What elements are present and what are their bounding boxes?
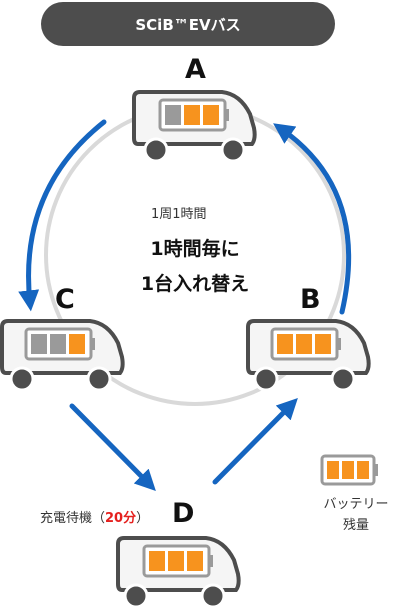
battery-cell [203, 105, 219, 125]
battery-cell [315, 334, 331, 354]
bus-d [116, 536, 241, 606]
bus-wheel [330, 366, 356, 392]
arrow-c-to-d [69, 403, 156, 491]
waiting-label: 充電待機（20分） [40, 507, 149, 526]
arrow-d-to-b [212, 398, 298, 485]
battery-cell [296, 334, 312, 354]
battery-cell [69, 334, 85, 354]
label-b: B [300, 284, 321, 315]
bus-a [132, 90, 257, 163]
battery-b [270, 327, 341, 361]
waiting-close: ） [136, 511, 150, 526]
battery-cell [168, 551, 184, 571]
center-message: 1時間毎に 1台入れ替え [110, 232, 280, 302]
battery-cell [31, 334, 47, 354]
bus-c [0, 319, 125, 392]
arrow-a-to-c [18, 119, 107, 312]
legend-text: バッテリー 残量 [314, 494, 398, 536]
label-a: A [185, 54, 206, 85]
battery-d [142, 544, 213, 578]
battery-cell [277, 334, 293, 354]
battery-cell [187, 551, 203, 571]
battery-cell [50, 334, 66, 354]
legend-battery [320, 454, 378, 486]
battery-cell [357, 461, 369, 479]
header-title: SCiB™EVバス [135, 15, 241, 34]
bus-wheel [220, 137, 246, 163]
bus-wheel [253, 366, 279, 392]
bus-wheel [9, 366, 35, 392]
label-d: D [172, 498, 195, 529]
battery-c [24, 327, 95, 361]
battery-cell [184, 105, 200, 125]
center-line-2: 1台入れ替え [140, 273, 250, 295]
battery-cell [149, 551, 165, 571]
cycle-label: 1周1時間 [151, 207, 207, 222]
label-c: C [55, 284, 75, 315]
bus-b [246, 319, 371, 392]
legend-line-2: 残量 [342, 518, 369, 533]
battery-a [158, 98, 229, 132]
waiting-time: 20分 [105, 511, 137, 526]
arrow-b-to-a [273, 123, 352, 315]
bus-wheel [86, 366, 112, 392]
legend-line-1: バッテリー [323, 497, 389, 512]
battery-cell [327, 461, 339, 479]
header-pill: SCiB™EVバス [41, 2, 335, 46]
center-line-1: 1時間毎に [150, 238, 240, 260]
waiting-text: 充電待機（ [40, 511, 106, 526]
battery-cell [342, 461, 354, 479]
bus-wheel [143, 137, 169, 163]
battery-cell [165, 105, 181, 125]
bus-wheel [200, 583, 226, 606]
bus-wheel [123, 583, 149, 606]
